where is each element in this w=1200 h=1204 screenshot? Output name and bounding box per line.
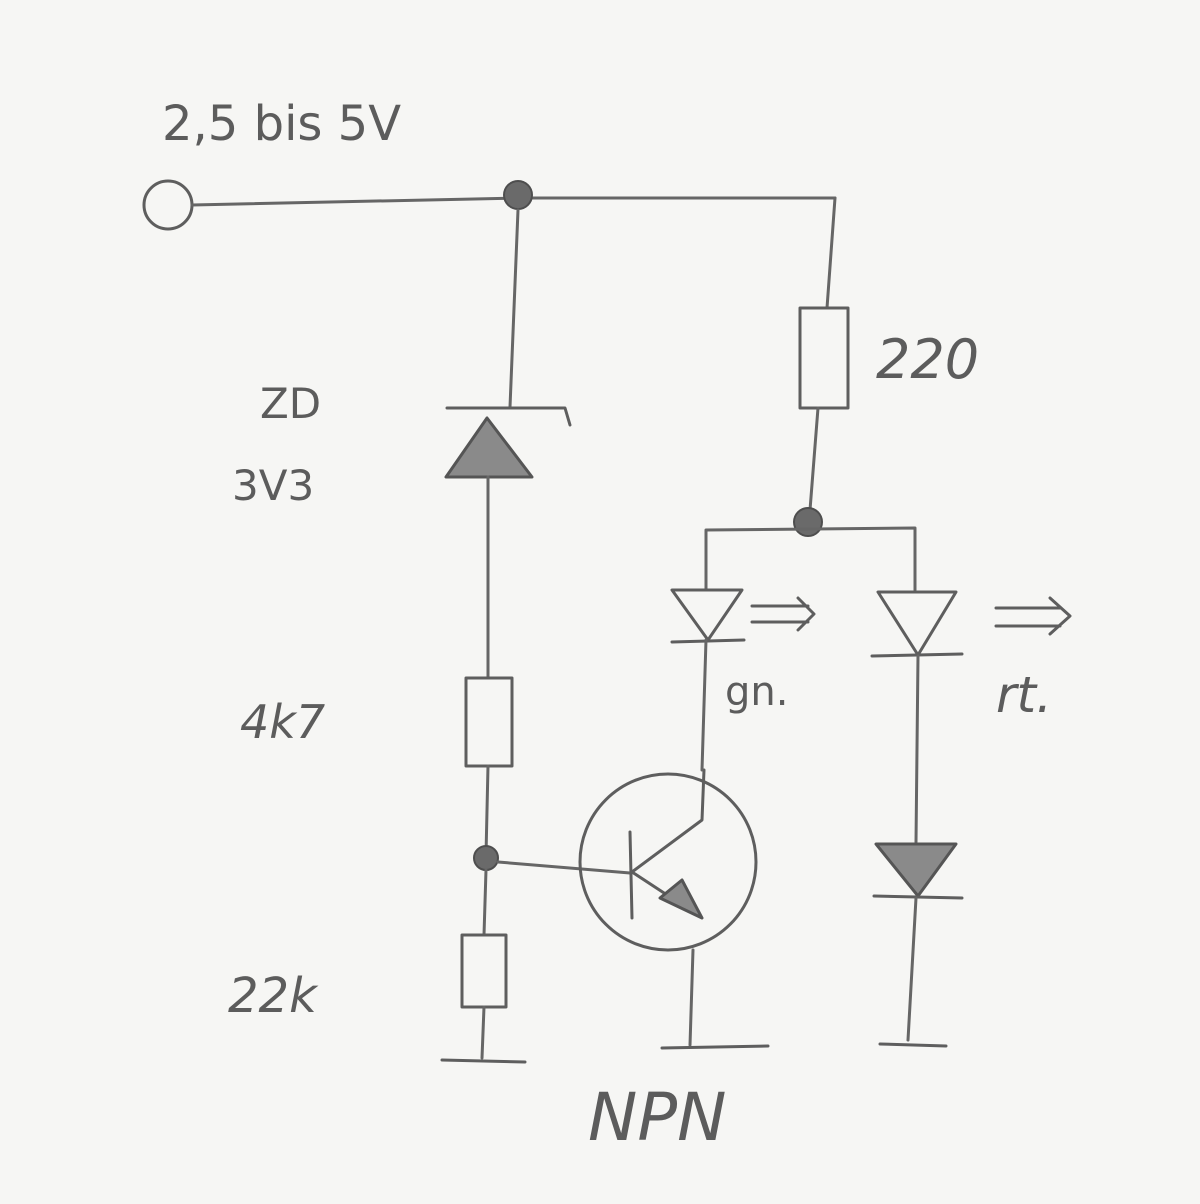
led-red-label: rt. bbox=[996, 666, 1052, 724]
wire-4k7-to-base-node bbox=[484, 764, 490, 857]
wire-220-to-led-node bbox=[808, 406, 820, 512]
wire-green-led-to-collector bbox=[700, 638, 708, 772]
supply-voltage-label: 2,5 bis 5V bbox=[162, 96, 401, 152]
led-green-label: gn. bbox=[725, 669, 788, 715]
supply-terminal bbox=[142, 179, 194, 231]
led-green-light-arrow bbox=[750, 596, 816, 632]
junction-top bbox=[503, 180, 533, 210]
wire-22k-to-ground bbox=[480, 1005, 486, 1060]
npn-transistor bbox=[578, 768, 758, 952]
led-split-wire bbox=[704, 526, 917, 592]
ground-left bbox=[440, 1058, 527, 1064]
led-red bbox=[870, 590, 1072, 658]
zener-triangle bbox=[444, 416, 534, 479]
wire-red-led-to-diode bbox=[914, 654, 920, 844]
led-red-triangle bbox=[876, 590, 958, 657]
zener-label-type: ZD bbox=[260, 379, 321, 428]
resistor-220-label: 220 bbox=[876, 328, 979, 391]
diode-triangle bbox=[874, 842, 958, 898]
emitter-arrow bbox=[658, 878, 704, 920]
diode-bar bbox=[872, 894, 964, 900]
transistor-collector bbox=[630, 768, 706, 874]
wire-to-zener bbox=[508, 208, 520, 409]
wire-diode-to-ground bbox=[906, 896, 918, 1042]
transistor-label: NPN bbox=[588, 1079, 727, 1156]
ground-transistor bbox=[660, 1044, 770, 1050]
resistor-22k bbox=[460, 933, 508, 1009]
led-green-triangle bbox=[670, 588, 744, 642]
junction-base bbox=[473, 845, 499, 871]
resistor-220 bbox=[798, 306, 850, 410]
zener-cathode-bar bbox=[445, 406, 572, 427]
transistor-base-bar bbox=[628, 830, 634, 920]
wire-base-node-to-22k bbox=[482, 868, 488, 937]
resistor-4k7-label: 4k7 bbox=[240, 695, 325, 749]
series-diode bbox=[872, 842, 964, 900]
ground-right bbox=[878, 1042, 948, 1048]
junction-led bbox=[793, 507, 823, 537]
transistor-body bbox=[578, 772, 758, 952]
wire-emitter-to-ground bbox=[688, 948, 695, 1047]
led-green bbox=[670, 588, 816, 644]
led-red-light-arrow bbox=[994, 596, 1072, 636]
zener-label-voltage: 3V3 bbox=[232, 461, 314, 510]
wire-rail-to-220 bbox=[825, 196, 837, 310]
wire-base bbox=[496, 860, 632, 875]
resistor-4k7 bbox=[464, 676, 514, 768]
resistor-22k-label: 22k bbox=[228, 968, 319, 1024]
zener-diode bbox=[444, 406, 572, 479]
led-green-bar bbox=[670, 638, 746, 644]
